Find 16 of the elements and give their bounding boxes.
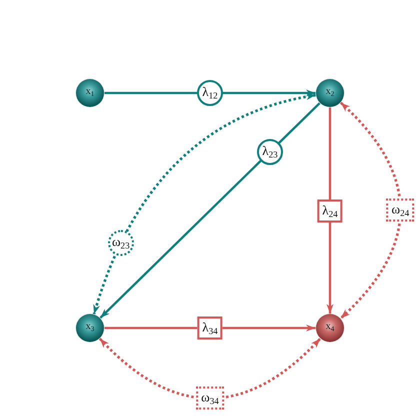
sphere-node: x$_{3}$ <box>76 314 104 342</box>
edge-label: ω$_{34}$ <box>196 386 224 410</box>
edge-label: ω$_{23}$ <box>108 230 134 256</box>
sphere-node: x$_{1}$ <box>76 79 104 107</box>
edge-label: λ$_{34}$ <box>197 316 223 340</box>
edge-label: λ$_{12}$ <box>197 80 223 106</box>
edge-label: λ$_{24}$ <box>317 199 343 222</box>
sphere-node: x$_{4}$ <box>316 314 344 342</box>
edge-label: ω$_{24}$ <box>386 198 414 222</box>
dotted-arrow <box>98 338 322 400</box>
arrow <box>104 324 316 332</box>
arrow <box>104 90 316 96</box>
dotted-arrow <box>340 102 402 320</box>
arrow <box>326 108 334 314</box>
edge-label: λ$_{23}$ <box>257 138 283 165</box>
sphere-node: x$_{2}$ <box>316 79 344 107</box>
